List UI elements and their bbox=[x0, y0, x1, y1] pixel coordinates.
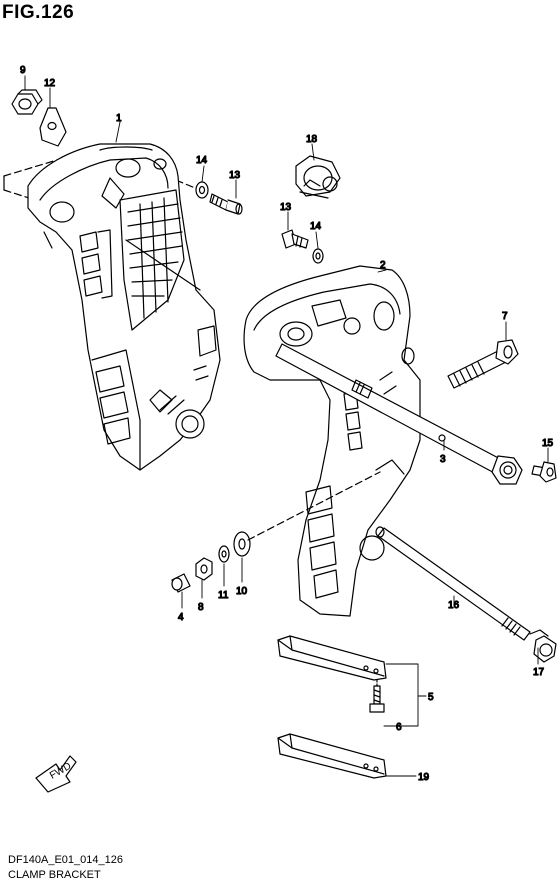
figure-name: CLAMP BRACKET bbox=[8, 869, 101, 881]
part-12-plate[interactable] bbox=[39, 107, 67, 147]
part-10-washer-large[interactable] bbox=[233, 471, 381, 557]
part-1-clamp-bracket-left[interactable] bbox=[3, 143, 221, 471]
callout-9: 9 bbox=[20, 65, 26, 76]
callout-19: 19 bbox=[418, 772, 430, 783]
part-2-clamp-bracket-right[interactable] bbox=[243, 265, 421, 617]
part-8-nut[interactable] bbox=[195, 557, 213, 581]
callout-11: 11 bbox=[218, 590, 229, 601]
callout-16: 16 bbox=[448, 600, 460, 611]
part-19-liner-lower[interactable] bbox=[277, 733, 387, 779]
part-15-bolt[interactable] bbox=[531, 461, 557, 483]
callout-3: 3 bbox=[440, 454, 446, 465]
callout-13-lower: 13 bbox=[280, 202, 292, 213]
part-18-flange-nut[interactable] bbox=[295, 155, 341, 199]
callout-14-upper: 14 bbox=[196, 155, 208, 166]
callout-10: 10 bbox=[236, 586, 248, 597]
part-14-washer-lower[interactable] bbox=[312, 248, 324, 264]
callout-5: 5 bbox=[428, 692, 434, 703]
callout-12: 12 bbox=[44, 78, 56, 89]
part-17-flange-nut[interactable] bbox=[529, 629, 557, 663]
part-16-long-bolt[interactable] bbox=[375, 526, 531, 641]
part-14-washer-upper[interactable] bbox=[195, 181, 209, 199]
part-3-tilt-tube[interactable] bbox=[275, 343, 523, 485]
callout-17: 17 bbox=[533, 667, 545, 678]
fwd-arrow-icon: FWD bbox=[35, 755, 77, 793]
part-13-bolt-upper[interactable] bbox=[209, 193, 243, 215]
part-4-collar[interactable] bbox=[171, 573, 191, 593]
callout-14-lower: 14 bbox=[310, 221, 322, 232]
callout-6: 6 bbox=[396, 722, 402, 733]
part-6-screw[interactable] bbox=[369, 679, 385, 713]
part-11-washer[interactable] bbox=[218, 545, 230, 563]
part-13-bolt-lower[interactable] bbox=[281, 229, 309, 249]
callout-7: 7 bbox=[502, 311, 508, 322]
callout-15: 15 bbox=[542, 438, 554, 449]
figure-code: DF140A_E01_014_126 bbox=[8, 854, 123, 866]
part-9-nut[interactable] bbox=[11, 89, 43, 115]
part-5-liner-upper[interactable] bbox=[277, 635, 387, 681]
callout-2: 2 bbox=[380, 260, 386, 271]
callout-18: 18 bbox=[306, 134, 318, 145]
callout-1: 1 bbox=[116, 113, 122, 124]
callout-13-upper: 13 bbox=[229, 170, 241, 181]
figure-title: FIG.126 bbox=[2, 2, 75, 23]
callout-8: 8 bbox=[198, 602, 204, 613]
part-7-bolt[interactable] bbox=[447, 339, 519, 389]
leader-lines bbox=[24, 75, 549, 777]
callout-4: 4 bbox=[178, 612, 184, 623]
